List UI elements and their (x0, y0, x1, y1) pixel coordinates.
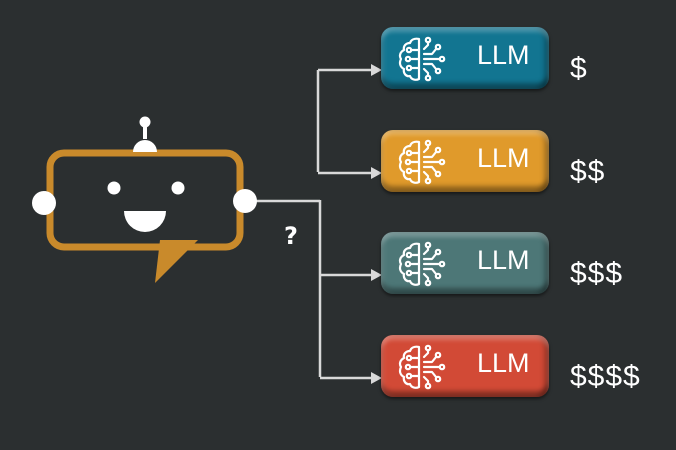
cost-label-3: $$$ (570, 257, 624, 290)
llm-box-moderate[interactable]: LLM (381, 130, 549, 192)
arrow-head-4 (371, 372, 382, 384)
llm-label: LLM (477, 40, 530, 70)
llm-box-cheap[interactable]: LLM (381, 27, 549, 89)
question-mark: ? (284, 222, 298, 250)
arrow-head-3 (371, 269, 382, 281)
robot-chatbot-icon (32, 116, 257, 283)
llm-box-premium[interactable]: LLM (381, 335, 549, 397)
arrow-head-1 (371, 64, 382, 76)
arrow-head-2 (371, 167, 382, 179)
llm-label: LLM (477, 245, 530, 275)
cost-label-1: $ (570, 52, 588, 85)
brain-circuit-icon (398, 36, 446, 82)
llm-label: LLM (477, 143, 530, 173)
brain-circuit-icon (398, 139, 446, 185)
llm-box-expensive[interactable]: LLM (381, 232, 549, 294)
brain-circuit-icon (398, 344, 446, 390)
cost-label-2: $$ (570, 155, 606, 188)
cost-label-4: $$$$ (570, 360, 641, 393)
brain-circuit-icon (398, 241, 446, 287)
llm-label: LLM (477, 348, 530, 378)
